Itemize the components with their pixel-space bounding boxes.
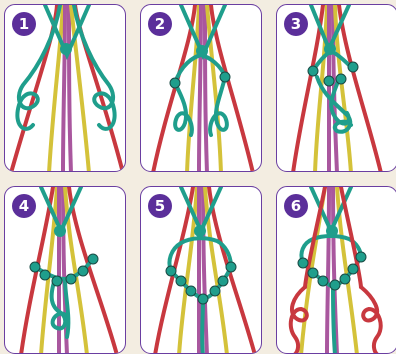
step-panel-6: 6: [276, 186, 396, 354]
step-panel-2: 2: [140, 4, 262, 172]
step-number-badge: 4: [12, 194, 36, 218]
step-number-badge: 2: [148, 12, 172, 36]
step-number-badge: 5: [148, 194, 172, 218]
step-number-badge: 6: [284, 194, 308, 218]
step-panel-1: 1: [4, 4, 126, 172]
step-number-badge: 3: [284, 12, 308, 36]
step-panel-5: 5: [140, 186, 262, 354]
step-panel-4: 4: [4, 186, 126, 354]
step-number-badge: 1: [12, 12, 36, 36]
step-panel-3: 3: [276, 4, 396, 172]
